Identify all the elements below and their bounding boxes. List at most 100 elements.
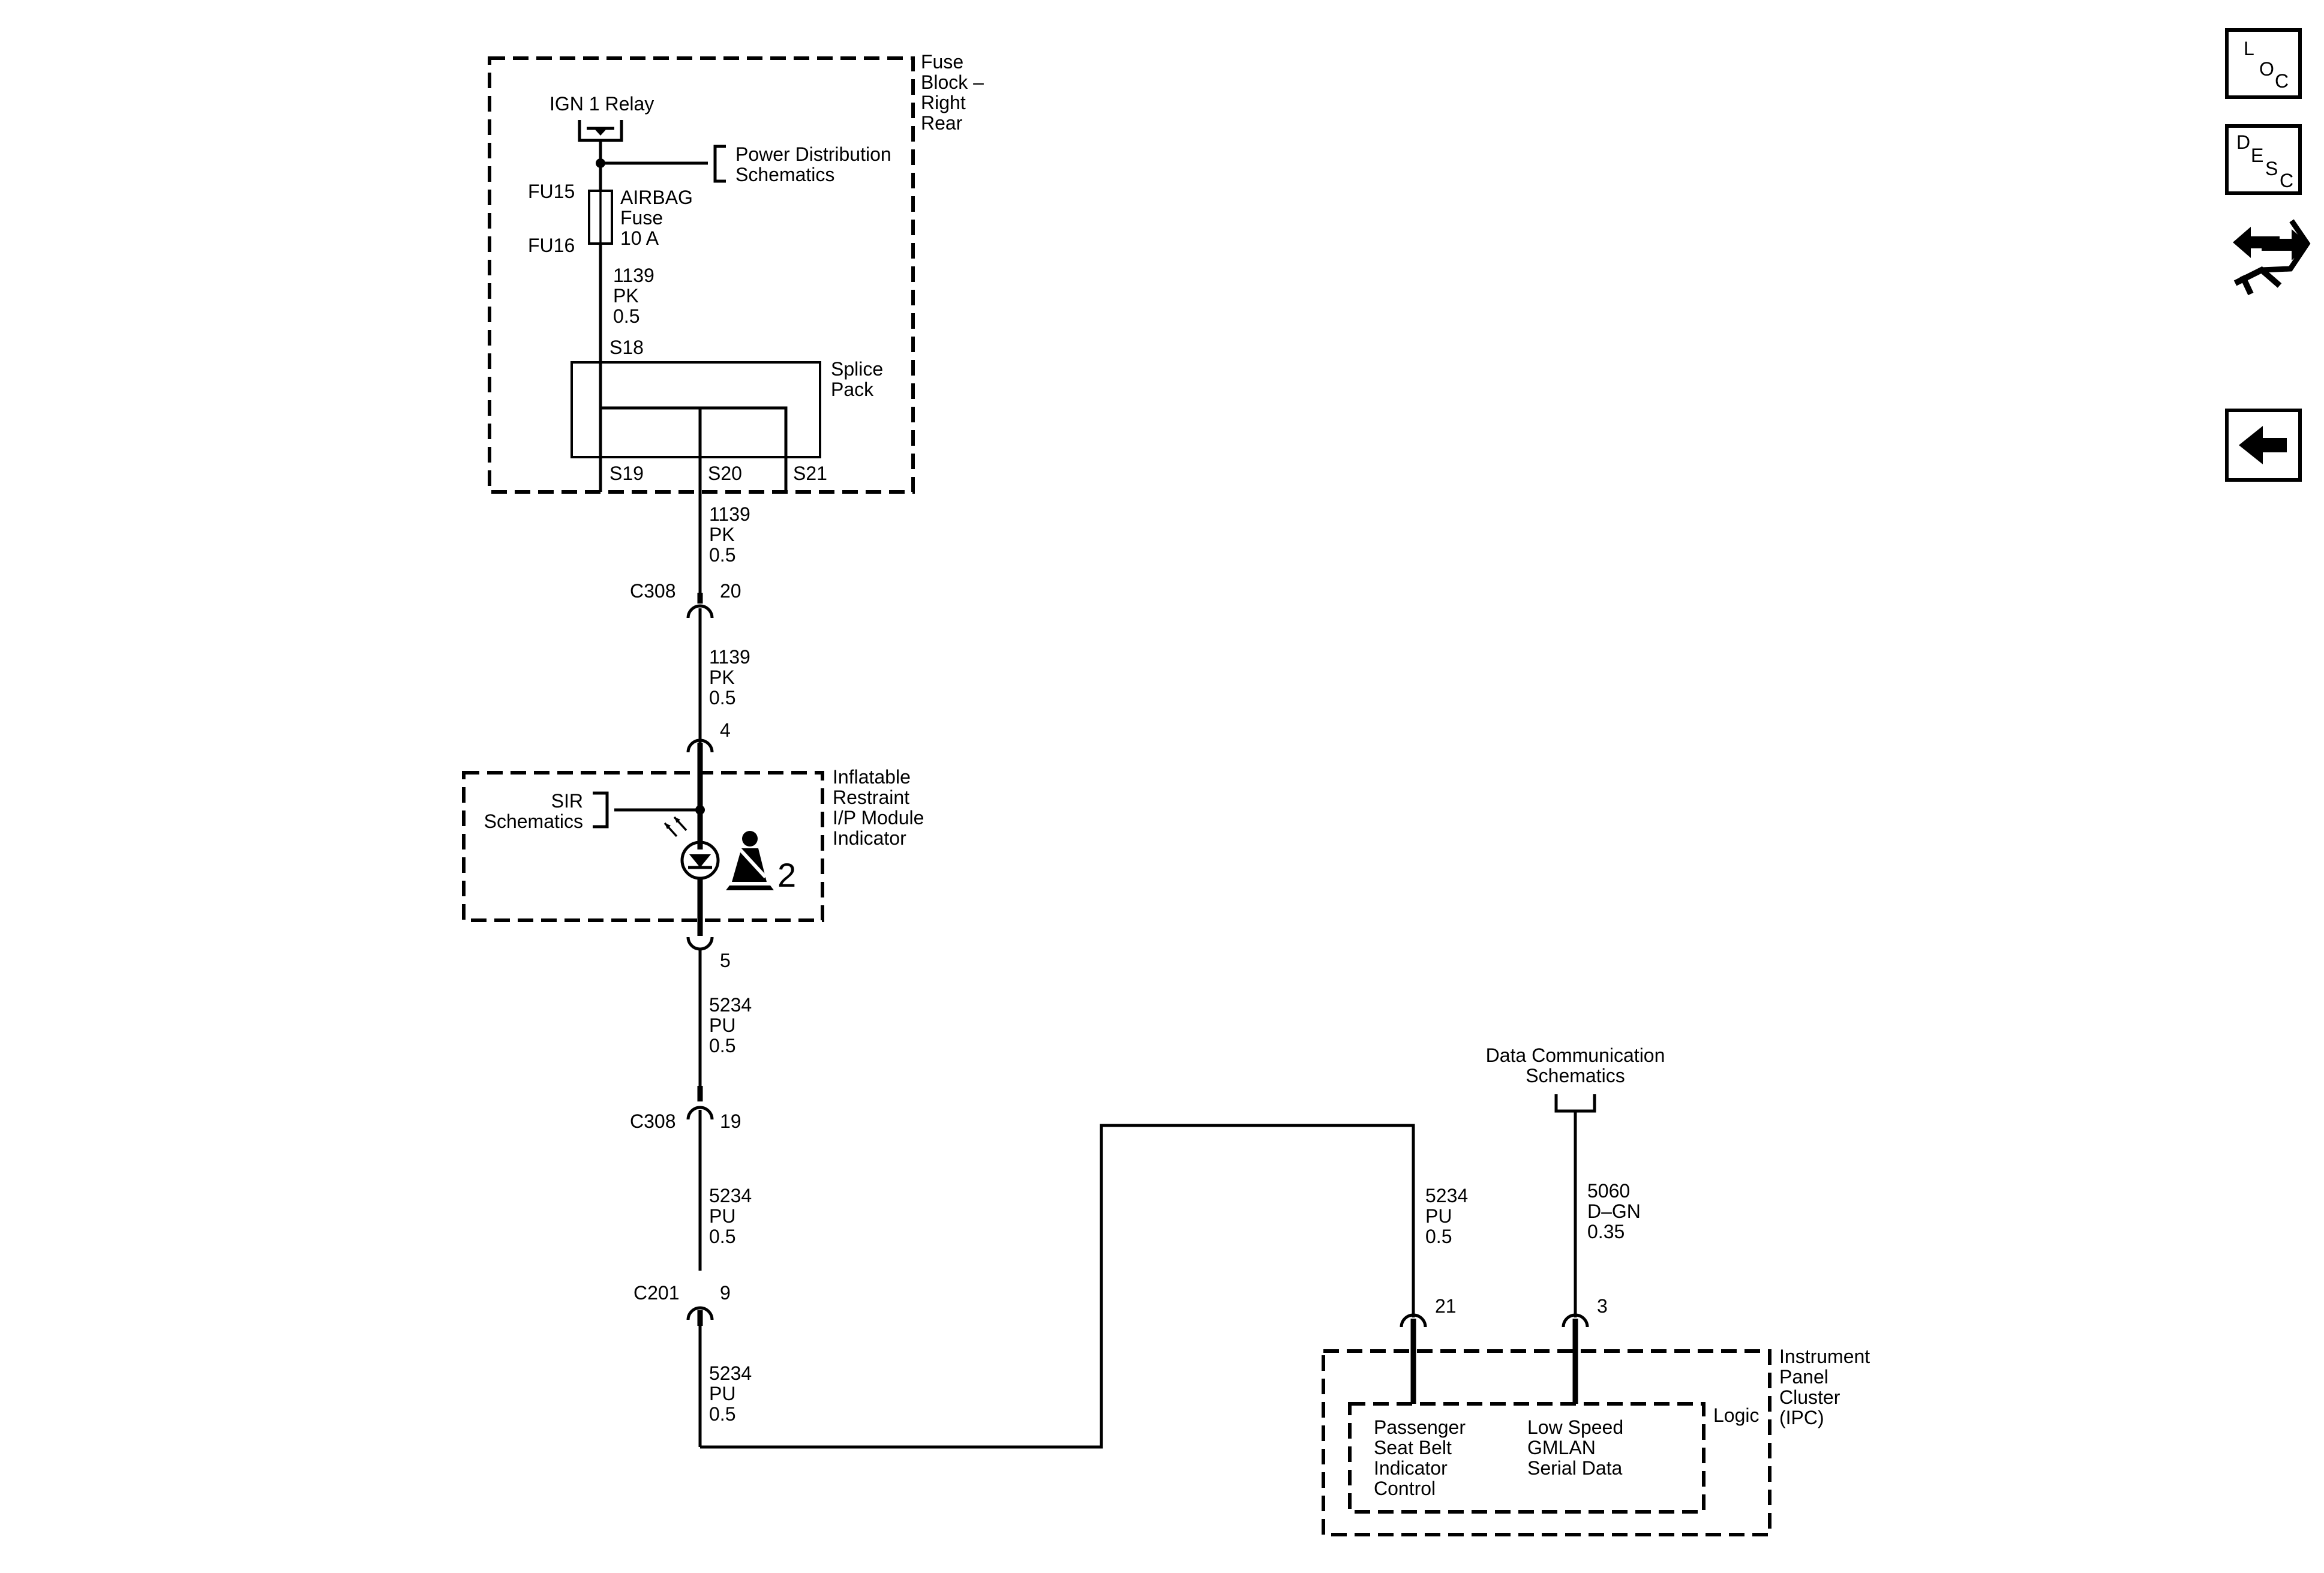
- wire-5234-b-gauge: 0.5: [709, 1226, 735, 1247]
- wire-5234-a-gauge: 0.5: [709, 1035, 735, 1056]
- wire-5060-color: D–GN: [1587, 1200, 1641, 1222]
- main-circuit: 1139 PK 0.5 C308 20 1139 PK 0.5 4 Inflat…: [462, 492, 1468, 1449]
- wire-1139-c-color: PK: [709, 667, 735, 688]
- wire-5234-d-color: PU: [1425, 1205, 1452, 1227]
- connector-module-5: 5: [686, 936, 731, 971]
- ipc-title-3: Cluster: [1779, 1386, 1840, 1408]
- instrument-panel-cluster: 21 3 Instrument Panel Cluster (IPC) Logi…: [1322, 1295, 1870, 1536]
- junction-dot: [695, 805, 705, 815]
- wire-5234-c-gauge: 0.5: [709, 1403, 735, 1425]
- ipc-title-2: Panel: [1779, 1366, 1828, 1388]
- loc-letter-l: L: [2244, 38, 2254, 59]
- sir-label-1: SIR: [551, 790, 583, 812]
- wire-1139-a-gauge: 0.5: [613, 305, 639, 327]
- location-button[interactable]: L O C: [2225, 28, 2302, 99]
- wire-1139-a-color: PK: [613, 285, 639, 307]
- loc-letter-c: C: [2275, 70, 2289, 92]
- wire-5234-d-gauge: 0.5: [1425, 1226, 1452, 1247]
- airbag-fuse-label-2: Fuse: [620, 207, 663, 229]
- fuse-block-title-3: Right: [921, 92, 966, 113]
- connector-service-icon[interactable]: [2233, 219, 2311, 296]
- indicator-module: Inflatable Restraint I/P Module Indicato…: [462, 766, 924, 922]
- gmlan-label-2: GMLAN: [1527, 1437, 1596, 1458]
- wire-5234-d-circuit: 5234: [1425, 1185, 1468, 1206]
- indicator-module-title-3: I/P Module: [833, 807, 924, 828]
- fuse-block-title-1: Fuse: [921, 51, 963, 73]
- fu15-label: FU15: [528, 181, 575, 202]
- indicator-module-boundary: [462, 771, 824, 922]
- module-pin-5: 5: [720, 950, 731, 971]
- passenger-belt-label-1: Passenger: [1374, 1416, 1466, 1438]
- ipc-logic-boundary: [1348, 1402, 1706, 1514]
- passenger-belt-label-3: Indicator: [1374, 1457, 1448, 1479]
- splice-s21-label: S21: [793, 463, 827, 484]
- c308-20-name: C308: [630, 580, 676, 602]
- data-communication: Data Communication Schematics 5060 D–GN …: [1486, 1044, 1665, 1317]
- splice-pack-title-1: Splice: [831, 358, 883, 380]
- data-comm-label-2: Schematics: [1526, 1065, 1625, 1086]
- connector-c308-20: C308 20: [630, 580, 741, 619]
- fuse-block-boundary: [488, 56, 915, 494]
- c308-19-pin: 19: [720, 1110, 741, 1132]
- desc-letter-s: S: [2265, 158, 2278, 179]
- wire-1139-a-circuit: 1139: [613, 265, 654, 286]
- indicator-module-title-1: Inflatable: [833, 766, 911, 788]
- splice-s20-label: S20: [708, 463, 742, 484]
- connector-c308-19: C308 19: [630, 1086, 741, 1132]
- loc-letter-o: O: [2259, 58, 2274, 80]
- wire-5234-c-circuit: 5234: [709, 1362, 752, 1384]
- splice-pack-box: [571, 361, 821, 458]
- indicator-module-title-4: Indicator: [833, 827, 906, 849]
- data-comm-label-1: Data Communication: [1486, 1044, 1665, 1066]
- ipc-title-4: (IPC): [1779, 1407, 1824, 1428]
- ipc-boundary: [1322, 1349, 1771, 1536]
- passenger-belt-label-4: Control: [1374, 1478, 1436, 1499]
- connector-ipc-3: 3: [1562, 1295, 1608, 1328]
- led-lamp-icon: [663, 816, 720, 880]
- wire-5234-a-circuit: 5234: [709, 994, 752, 1016]
- splice-s18-label: S18: [609, 337, 644, 358]
- ign1-relay-label: IGN 1 Relay: [550, 93, 654, 115]
- splice-pack: S18 Splice Pack S19 S20 S21: [571, 337, 883, 492]
- power-distribution-label-2: Schematics: [735, 164, 834, 185]
- airbag-fuse-label-3: 10 A: [620, 227, 659, 249]
- wire-1139-b-color: PK: [709, 524, 735, 545]
- wire-1139-b-circuit: 1139: [709, 503, 750, 525]
- sir-bracket: [593, 791, 609, 828]
- c308-19-name: C308: [630, 1110, 676, 1132]
- desc-letter-e: E: [2251, 145, 2263, 166]
- gmlan-label-1: Low Speed: [1527, 1416, 1623, 1438]
- connector-c201-9: C201 9: [633, 1282, 731, 1320]
- ipc-title-1: Instrument: [1779, 1346, 1870, 1367]
- ipc-pin-3: 3: [1597, 1295, 1608, 1317]
- power-distribution-label-1: Power Distribution: [735, 143, 891, 165]
- sir-label-2: Schematics: [484, 810, 583, 832]
- indicator-module-title-2: Restraint: [833, 786, 909, 808]
- seatbelt-warning-icon: [726, 831, 774, 890]
- ipc-pin-21: 21: [1435, 1295, 1457, 1317]
- c308-20-pin: 20: [720, 580, 741, 602]
- wire-5234-a-color: PU: [709, 1014, 735, 1036]
- wire-5060-circuit: 5060: [1587, 1180, 1630, 1202]
- wire-1139-c-circuit: 1139: [709, 646, 750, 668]
- ipc-logic-label: Logic: [1713, 1404, 1759, 1426]
- ign1-relay-icon: [578, 120, 623, 142]
- power-distribution-bracket: [713, 145, 726, 183]
- indicator-number-badge: 2: [777, 856, 796, 894]
- c201-name: C201: [633, 1282, 680, 1304]
- back-arrow-icon: [2239, 426, 2287, 464]
- gmlan-label-3: Serial Data: [1527, 1457, 1623, 1479]
- passenger-belt-label-2: Seat Belt: [1374, 1437, 1452, 1458]
- c201-pin: 9: [720, 1282, 731, 1304]
- back-button[interactable]: [2225, 409, 2302, 482]
- fu16-label: FU16: [528, 235, 575, 256]
- data-comm-bracket: [1554, 1094, 1596, 1113]
- fuse-block: Fuse Block – Right Rear IGN 1 Relay Powe…: [488, 51, 984, 494]
- fuse-block-title-2: Block –: [921, 71, 984, 93]
- wire-5234-c-color: PU: [709, 1383, 735, 1404]
- module-pin-4: 4: [720, 719, 731, 741]
- wire-5060-gauge: 0.35: [1587, 1221, 1625, 1242]
- description-button[interactable]: D E S C: [2225, 124, 2302, 195]
- desc-letter-c: C: [2280, 170, 2293, 191]
